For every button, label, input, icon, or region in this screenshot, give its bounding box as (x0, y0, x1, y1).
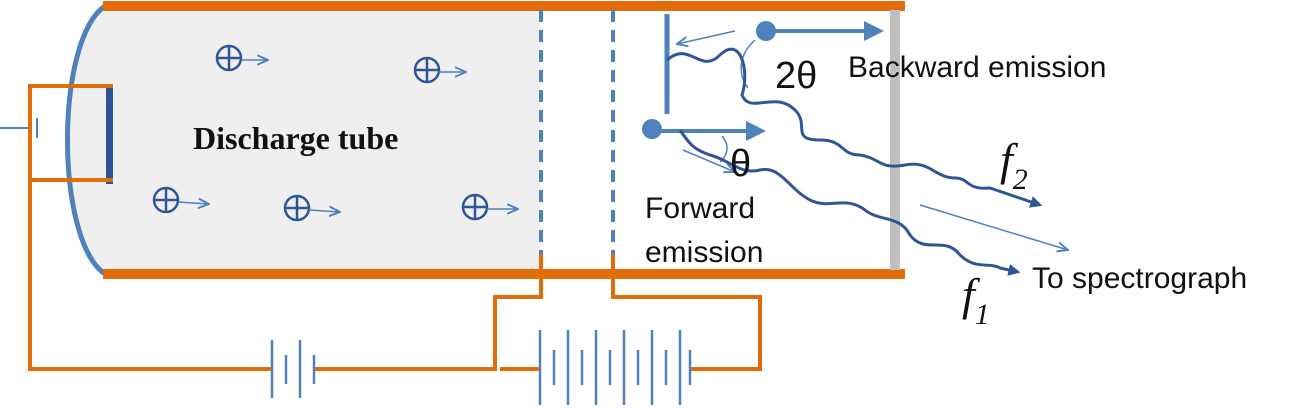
spectrograph-arrow (919, 204, 1068, 250)
ion-3 (152, 186, 209, 214)
frequency-f2-label: f2 (1000, 134, 1028, 196)
ion-1 (215, 44, 268, 72)
angle-theta-label: θ (730, 143, 751, 185)
photon-f1-wave (678, 129, 1021, 276)
ion-5 (461, 193, 518, 221)
side-cell-icon (0, 118, 38, 138)
backward-reflected-arrow (677, 30, 736, 44)
battery-1 (270, 340, 316, 398)
forward-emission-label-2: emission (645, 236, 763, 269)
discharge-tube-end-cap (65, 3, 107, 277)
frequency-f1-label: f1 (962, 269, 990, 331)
discharge-tube-label: Discharge tube (193, 120, 398, 156)
ion-2 (413, 56, 466, 84)
battery-2 (538, 330, 692, 405)
angle-2theta-label: 2θ (775, 55, 817, 97)
cathode-plate (106, 88, 113, 184)
ion-4 (283, 194, 340, 222)
discharge-tube-body (67, 6, 540, 274)
to-spectrograph-label: To spectrograph (1032, 262, 1247, 295)
photon-f2-wave (666, 47, 1043, 208)
cathode-circuit (28, 84, 762, 371)
positive-ions (152, 44, 518, 222)
forward-emission-label-1: Forward (645, 192, 755, 225)
backward-angle-arc (740, 39, 756, 89)
forward-direction-arrow (682, 149, 735, 172)
backward-emission-label: Backward emission (848, 51, 1106, 84)
